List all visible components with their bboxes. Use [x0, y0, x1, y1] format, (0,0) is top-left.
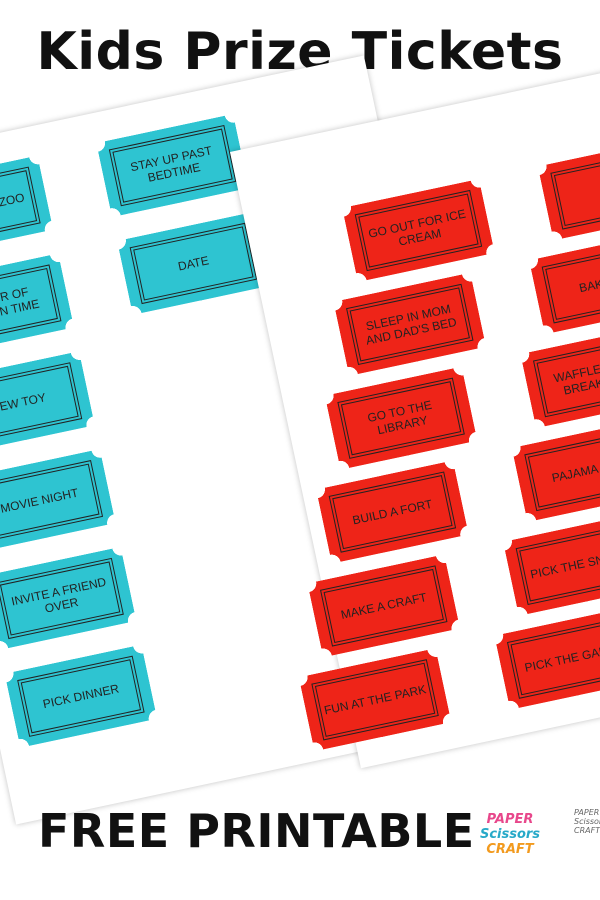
ticket-label: PICK THE GAME: [506, 617, 600, 699]
prize-ticket: BUILD A FORT: [316, 460, 469, 564]
prize-ticket: INVITE A FRIEND OVER: [0, 546, 137, 651]
small-logo-line-2: Scissors: [574, 817, 600, 826]
prize-ticket: PAJAMA DAY: [511, 418, 600, 523]
prize-ticket: PICK THE SNACK: [503, 512, 600, 617]
ticket-label: MAKE A CRAFT: [320, 565, 448, 647]
prize-ticket: GO TO THE LIBRARY: [324, 366, 478, 470]
ticket-label: MOVIE NIGHT: [0, 460, 104, 542]
prize-ticket: WAFFLES FOR BREAKFAST: [520, 324, 600, 429]
logo-line-1: PAPER: [486, 812, 534, 827]
prize-ticket: MAKE A CRAFT: [307, 554, 461, 658]
ticket-label: BAKE CO: [541, 242, 600, 324]
prize-ticket: SLEEP IN MOM AND DAD'S BED: [333, 272, 487, 377]
ticket-label: PICK THE SNACK: [515, 523, 600, 606]
ticket-label: GO OUT FOR ICE CREAM: [354, 189, 483, 272]
prize-ticket: PICK DINNER: [4, 644, 158, 749]
ticket-label: PICK: [550, 148, 600, 230]
small-logo-line-1: PAPER: [574, 808, 600, 817]
prize-ticket: 1 HOUR OF SCREEN TIME: [0, 253, 75, 357]
ticket-label: WAFFLES FOR BREAKFAST: [532, 336, 600, 418]
prize-ticket: PICK THE GAME: [494, 606, 600, 710]
prize-ticket: GO OUT FOR ICE CREAM: [342, 178, 495, 283]
logo-line-3: CRAFT: [486, 842, 534, 857]
ticket-label: DATE: [129, 222, 258, 305]
ticket-label: BUILD A FORT: [328, 471, 457, 553]
ticket-label: 1 HOUR OF SCREEN TIME: [0, 264, 62, 346]
ticket-label: GO TO THE LIBRARY: [337, 377, 465, 459]
ticket-label: PAJAMA DAY: [524, 429, 600, 512]
prize-ticket: NEW TOY: [0, 351, 95, 455]
prize-ticket: STAY UP PAST BEDTIME: [96, 113, 249, 218]
ticket-label: SLEEP IN MOM AND DAD'S BED: [346, 283, 474, 366]
ticket-label: NEW TOY: [0, 362, 83, 444]
ticket-label: DAY AT THE ZOO: [0, 166, 41, 248]
prize-ticket: MOVIE NIGHT: [0, 448, 116, 553]
ticket-label: PICK DINNER: [17, 655, 145, 737]
ticket-label: STAY UP PAST BEDTIME: [108, 124, 237, 207]
ticket-label: FUN AT THE PARK: [311, 659, 439, 741]
prize-ticket: BAKE CO: [529, 231, 600, 335]
paper-scissors-craft-logo: PAPER Scissors CRAFT: [470, 812, 550, 857]
prize-ticket: PICK: [537, 137, 600, 241]
small-logo-line-3: CRAFT: [574, 826, 600, 835]
free-printable-caption: FREE PRINTABLE: [38, 804, 475, 858]
ticket-label: INVITE A FRIEND OVER: [0, 557, 124, 640]
prize-ticket: DAY AT THE ZOO: [0, 155, 54, 259]
logo-line-2: Scissors: [479, 827, 541, 842]
small-logo: PAPER Scissors CRAFT: [574, 808, 600, 835]
